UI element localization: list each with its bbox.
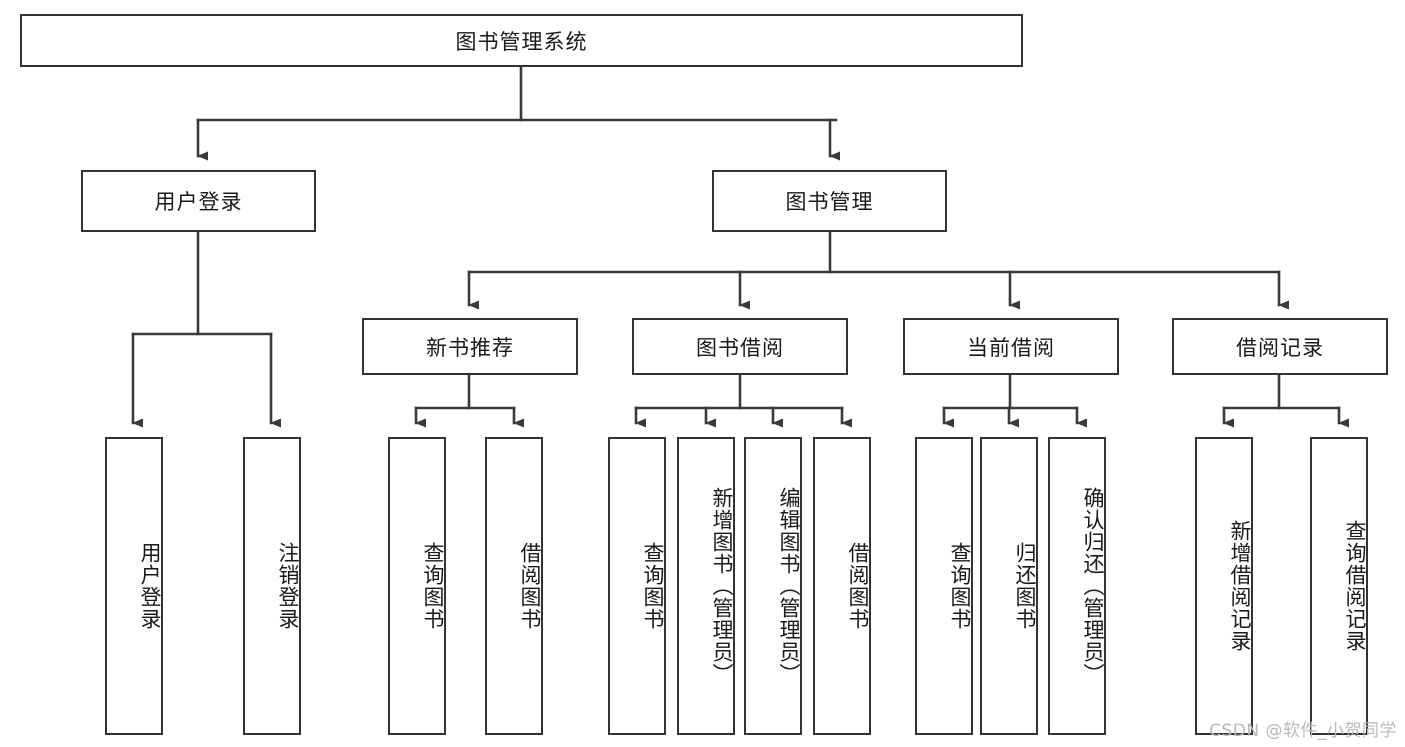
node-leaf-query-borrow-record-label: 查询借阅记录 <box>1343 520 1367 652</box>
csdn-watermark: CSDN @软件_小贺同学 <box>1209 721 1397 741</box>
node-leaf-confirm-return-admin[interactable]: 确认归还（管理员） <box>1048 437 1106 735</box>
node-leaf-query-borrow-record[interactable]: 查询借阅记录 <box>1310 437 1368 735</box>
node-borrow-records[interactable]: 借阅记录 <box>1172 318 1388 375</box>
node-root[interactable]: 图书管理系统 <box>20 14 1023 67</box>
node-leaf-return-book-label: 归还图书 <box>1013 542 1037 630</box>
node-leaf-user-login[interactable]: 用户登录 <box>105 437 163 735</box>
node-leaf-add-book-admin[interactable]: 新增图书（管理员） <box>677 437 735 735</box>
node-leaf-return-book[interactable]: 归还图书 <box>980 437 1038 735</box>
node-leaf-logout-login-label: 注销登录 <box>276 542 300 630</box>
node-leaf-query-book-recommend[interactable]: 查询图书 <box>388 437 446 735</box>
node-book-borrow[interactable]: 图书借阅 <box>632 318 848 375</box>
node-leaf-query-book-current[interactable]: 查询图书 <box>915 437 973 735</box>
node-leaf-borrow-book-recommend[interactable]: 借阅图书 <box>485 437 543 735</box>
node-leaf-borrow-book[interactable]: 借阅图书 <box>813 437 871 735</box>
node-leaf-edit-book-admin[interactable]: 编辑图书（管理员） <box>744 437 802 735</box>
node-leaf-confirm-return-admin-label: 确认归还（管理员） <box>1081 487 1105 685</box>
node-leaf-query-book-current-label: 查询图书 <box>948 542 972 630</box>
node-user-login[interactable]: 用户登录 <box>81 170 316 232</box>
node-book-borrow-label: 图书借阅 <box>696 335 784 360</box>
node-leaf-query-book-borrow[interactable]: 查询图书 <box>608 437 666 735</box>
node-current-borrow[interactable]: 当前借阅 <box>903 318 1119 375</box>
node-leaf-logout-login[interactable]: 注销登录 <box>243 437 301 735</box>
node-leaf-add-borrow-record-label: 新增借阅记录 <box>1228 520 1252 652</box>
node-user-login-label: 用户登录 <box>154 190 243 214</box>
node-leaf-user-login-label: 用户登录 <box>138 542 162 630</box>
node-leaf-add-book-admin-label: 新增图书（管理员） <box>710 487 734 685</box>
node-new-book-recommend[interactable]: 新书推荐 <box>362 318 578 375</box>
node-leaf-edit-book-admin-label: 编辑图书（管理员） <box>777 487 801 685</box>
node-new-book-recommend-label: 新书推荐 <box>426 335 514 360</box>
node-root-label: 图书管理系统 <box>455 29 588 54</box>
node-leaf-borrow-book-recommend-label: 借阅图书 <box>518 542 542 630</box>
node-leaf-query-book-borrow-label: 查询图书 <box>641 542 665 630</box>
node-leaf-query-book-recommend-label: 查询图书 <box>421 542 445 630</box>
node-book-management[interactable]: 图书管理 <box>712 170 947 232</box>
node-current-borrow-label: 当前借阅 <box>967 335 1055 360</box>
node-borrow-records-label: 借阅记录 <box>1236 335 1324 360</box>
node-leaf-borrow-book-label: 借阅图书 <box>846 542 870 630</box>
node-leaf-add-borrow-record[interactable]: 新增借阅记录 <box>1195 437 1253 735</box>
node-book-management-label: 图书管理 <box>785 190 874 214</box>
